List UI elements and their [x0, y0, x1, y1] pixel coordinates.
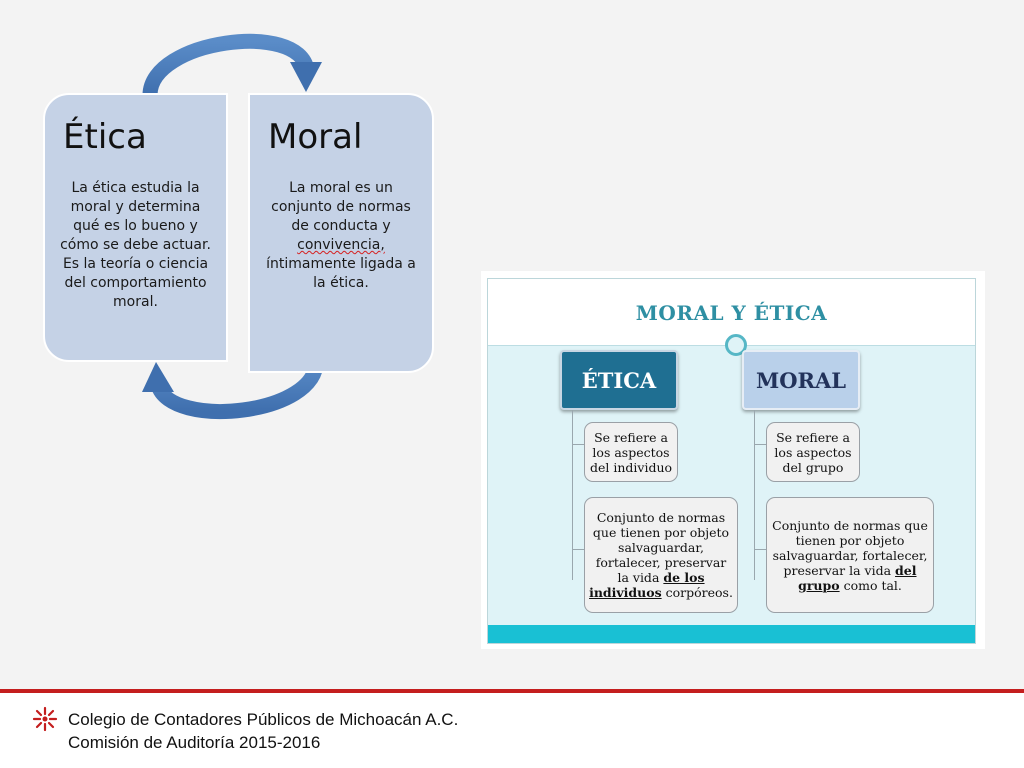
moral-box-grupo: Se refiere a los aspectos del grupo [766, 422, 860, 482]
moral-hook-1 [754, 444, 766, 445]
moral-connector [754, 410, 755, 580]
etica-box-individuo: Se refiere a los aspectos del individuo [584, 422, 678, 482]
etica-hook-1 [572, 444, 584, 445]
moral-card: Moral La moral es un conjunto de normas … [248, 93, 434, 373]
etica-card-title: Ética [63, 117, 147, 157]
etica-box-normas: Conjunto de normas que tienen por objeto… [584, 497, 738, 613]
spellcheck-flagged-word: convivencia, [297, 237, 385, 253]
moral-hook-2 [754, 549, 766, 550]
footer-divider [0, 689, 1024, 693]
etica-box-normas-emphasis: de los individuos [589, 570, 705, 600]
inset-circle-ornament [725, 334, 747, 356]
etica-card-body: La ética estudia la moral y determina qu… [60, 180, 211, 310]
cycle-arrows [142, 33, 324, 419]
commission-name: Comisión de Auditoría 2015-2016 [68, 733, 321, 752]
inset-frame: MORAL Y ÉTICA ÉTICA MORAL Se refiere a l… [487, 278, 976, 644]
footer [0, 693, 1024, 768]
inset-footer-bar [488, 625, 975, 643]
etica-hook-2 [572, 549, 584, 550]
moral-etica-inset-image: MORAL Y ÉTICA ÉTICA MORAL Se refiere a l… [481, 271, 985, 649]
organization-name: Colegio de Contadores Públicos de Michoa… [68, 710, 459, 729]
moral-card-body: La moral es un conjunto de normas de con… [262, 179, 420, 293]
organization-logo-icon [32, 706, 58, 732]
moral-card-title: Moral [268, 117, 363, 157]
inset-title: MORAL Y ÉTICA [635, 301, 828, 325]
etica-connector [572, 410, 573, 580]
moral-body-part2: íntimamente ligada a la ética. [266, 256, 416, 291]
etica-box-normas-end: corpóreos. [661, 585, 733, 600]
etica-card: Ética La ética estudia la moral y determ… [43, 93, 228, 362]
bottom-cycle-arrow-icon [142, 359, 324, 419]
moral-box-normas-end: como tal. [839, 577, 902, 593]
moral-body-part1: La moral es un conjunto de normas de con… [271, 180, 411, 234]
moral-box-normas-emphasis: del grupo [798, 562, 917, 593]
moral-box-normas-text: Conjunto de normas que tienen por objeto… [772, 517, 928, 578]
moral-box-normas: Conjunto de normas que tienen por objeto… [766, 497, 934, 613]
inset-moral-label: MORAL [742, 350, 860, 410]
top-cycle-arrow-icon [142, 33, 322, 97]
etica-box-normas-text: Conjunto de normas que tienen por objeto… [592, 510, 730, 585]
inset-etica-label: ÉTICA [560, 350, 678, 410]
